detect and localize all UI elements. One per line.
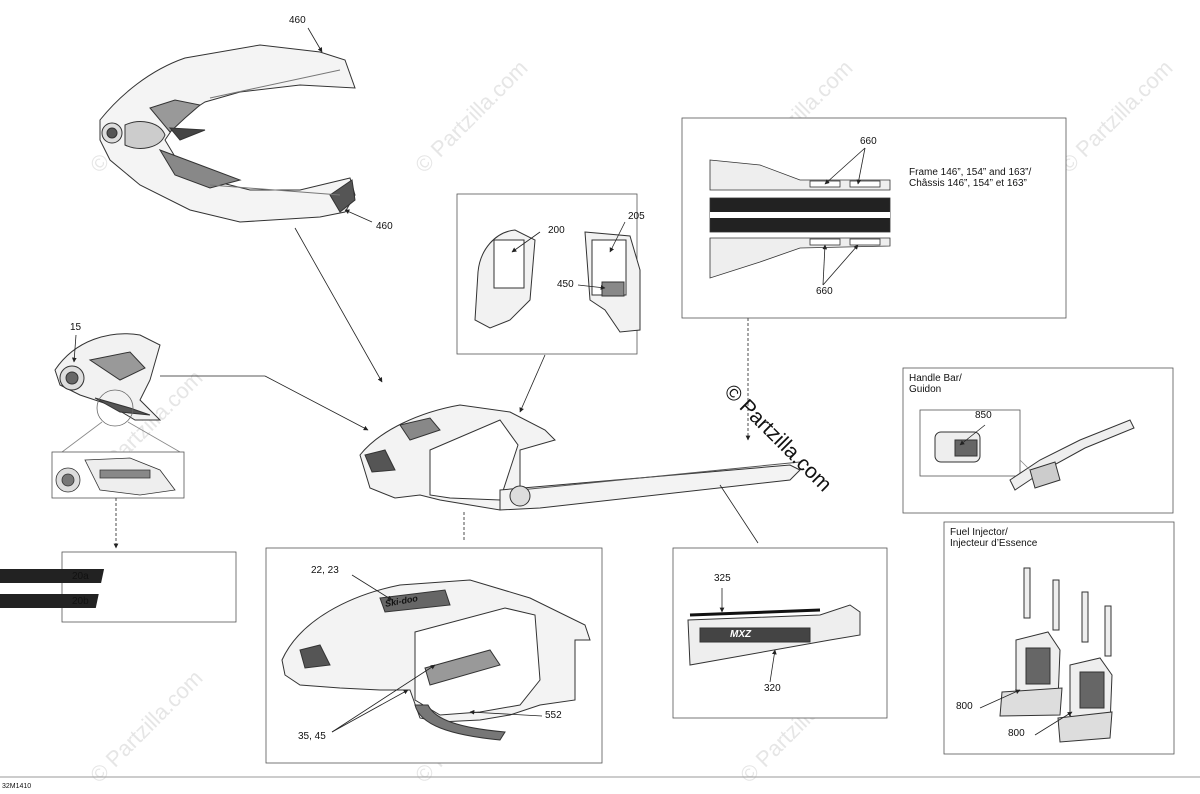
decal-20b-text: 800R E-TEC bbox=[108, 595, 165, 606]
callout-450: 450 bbox=[557, 279, 574, 290]
callout-325: 325 bbox=[714, 573, 731, 584]
callout-35-45: 35, 45 bbox=[298, 731, 326, 742]
handlebar-title-line1: Handle Bar/ bbox=[909, 373, 962, 384]
callout-15: 15 bbox=[70, 322, 82, 333]
main-body-drawing bbox=[359, 404, 801, 511]
callout-460-right: 460 bbox=[376, 221, 393, 232]
decal-20a-text: 600HO E-TEC bbox=[108, 570, 173, 581]
callout-660-bottom: 660 bbox=[816, 286, 833, 297]
callout-850: 850 bbox=[975, 410, 992, 421]
drawing-code: 32M1410 bbox=[2, 783, 32, 790]
callout-22-23: 22, 23 bbox=[311, 565, 339, 576]
large-cowl-drawing bbox=[281, 579, 591, 741]
fuel-injector-drawing bbox=[999, 567, 1113, 743]
decal-mxz-text: MXZ bbox=[730, 629, 752, 640]
callout-20b: 20b bbox=[72, 596, 89, 607]
decal-800r-e-tec bbox=[0, 594, 99, 608]
decal-600-e-tec bbox=[0, 569, 105, 583]
callout-200: 200 bbox=[548, 225, 565, 236]
tunnel-decal-drawing bbox=[687, 604, 861, 666]
callout-800-a: 800 bbox=[956, 701, 973, 712]
handlebar-title-line2: Guidon bbox=[909, 384, 942, 395]
callout-460-top: 460 bbox=[289, 15, 306, 26]
callout-20a: 20a bbox=[72, 571, 89, 582]
zoom-gauge-drawing bbox=[55, 457, 176, 496]
hood-gauge-drawing bbox=[54, 333, 162, 421]
front-cowl-decal-drawing bbox=[99, 44, 356, 223]
callout-552: 552 bbox=[545, 710, 562, 721]
callout-320: 320 bbox=[764, 683, 781, 694]
handlebar-drawing bbox=[934, 419, 1135, 491]
callout-660-top: 660 bbox=[860, 136, 877, 147]
callout-205: 205 bbox=[628, 211, 645, 222]
injector-title-line1: Fuel Injector/ bbox=[950, 527, 1008, 538]
callout-800-b: 800 bbox=[1008, 728, 1025, 739]
side-panel-drawing bbox=[474, 229, 641, 333]
frame-decal-drawing bbox=[709, 159, 891, 279]
injector-title-line2: Injecteur d’Essence bbox=[950, 538, 1038, 549]
frame-note-line1: Frame 146”, 154” and 163”/ bbox=[909, 167, 1032, 178]
frame-note-line2: Châssis 146”, 154” et 163” bbox=[909, 178, 1027, 189]
